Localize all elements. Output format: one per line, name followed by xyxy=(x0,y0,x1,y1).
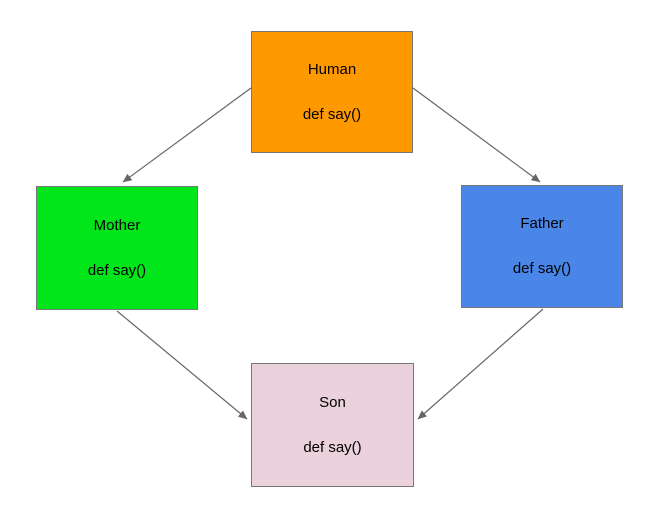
node-mother-label: Mother xyxy=(93,216,141,234)
node-human-label: Human xyxy=(307,60,357,78)
node-son-method: def say() xyxy=(303,438,362,456)
node-human: Human def say() xyxy=(251,31,413,153)
node-son-label: Son xyxy=(319,393,346,411)
node-father-method: def say() xyxy=(512,260,572,277)
node-son: Son def say() xyxy=(251,363,414,487)
arrow-human-to-mother xyxy=(122,87,252,183)
node-father: Father def say() xyxy=(461,185,623,308)
node-mother: Mother def say() xyxy=(36,186,198,310)
arrow-father-to-son xyxy=(417,308,544,420)
node-mother-method: def say() xyxy=(87,261,147,279)
arrow-human-to-father xyxy=(412,87,541,183)
node-father-label: Father xyxy=(520,215,564,232)
arrow-mother-to-son xyxy=(116,310,248,420)
node-human-method: def say() xyxy=(302,105,362,123)
